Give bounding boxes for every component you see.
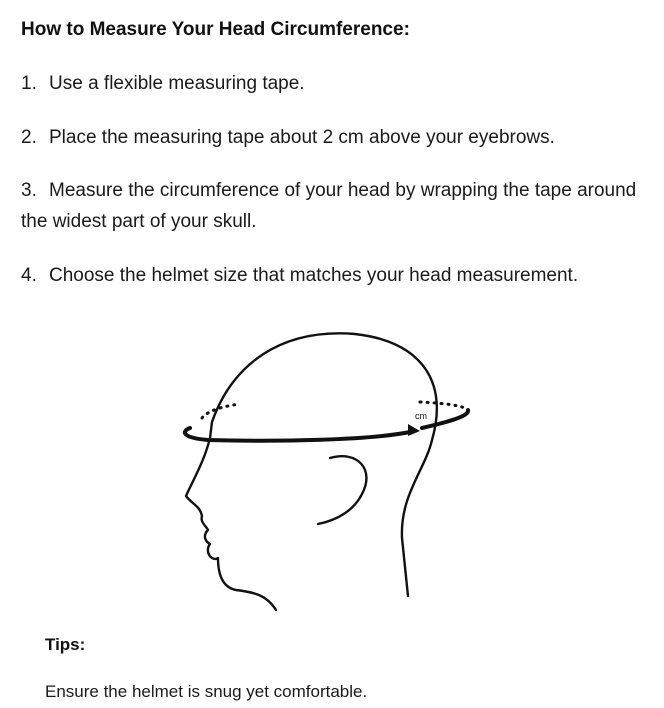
step-number: 2. bbox=[21, 127, 37, 148]
step-text: Use a flexible measuring tape. bbox=[49, 73, 305, 94]
tape-end bbox=[420, 408, 470, 430]
tape-front bbox=[182, 426, 412, 443]
tape-label: cm bbox=[415, 411, 427, 421]
step-item: 4. Choose the helmet size that matches yo… bbox=[21, 260, 651, 291]
ear-icon bbox=[316, 455, 368, 526]
step-number: 4. bbox=[21, 265, 37, 286]
step-text: Choose the helmet size that matches your… bbox=[49, 265, 579, 286]
step-item: 2. Place the measuring tape about 2 cm ab… bbox=[21, 122, 651, 153]
step-item: 3.Measure the circumference of your head… bbox=[21, 175, 651, 237]
arrow-head-icon bbox=[408, 424, 420, 436]
step-text: Place the measuring tape about 2 cm abov… bbox=[49, 127, 555, 148]
tape-back-dotted bbox=[200, 400, 470, 420]
step-item: 1. Use a flexible measuring tape. bbox=[21, 68, 651, 99]
step-number: 3. bbox=[21, 180, 37, 201]
head-outline-icon bbox=[184, 332, 439, 612]
head-measurement-illustration: cm bbox=[182, 332, 470, 612]
tips-heading: Tips: bbox=[45, 635, 86, 654]
page-title: How to Measure Your Head Circumference: bbox=[21, 19, 410, 40]
tips-text: Ensure the helmet is snug yet comfortabl… bbox=[45, 682, 368, 701]
step-text: Measure the circumference of your head b… bbox=[21, 180, 637, 232]
step-number: 1. bbox=[21, 73, 37, 94]
